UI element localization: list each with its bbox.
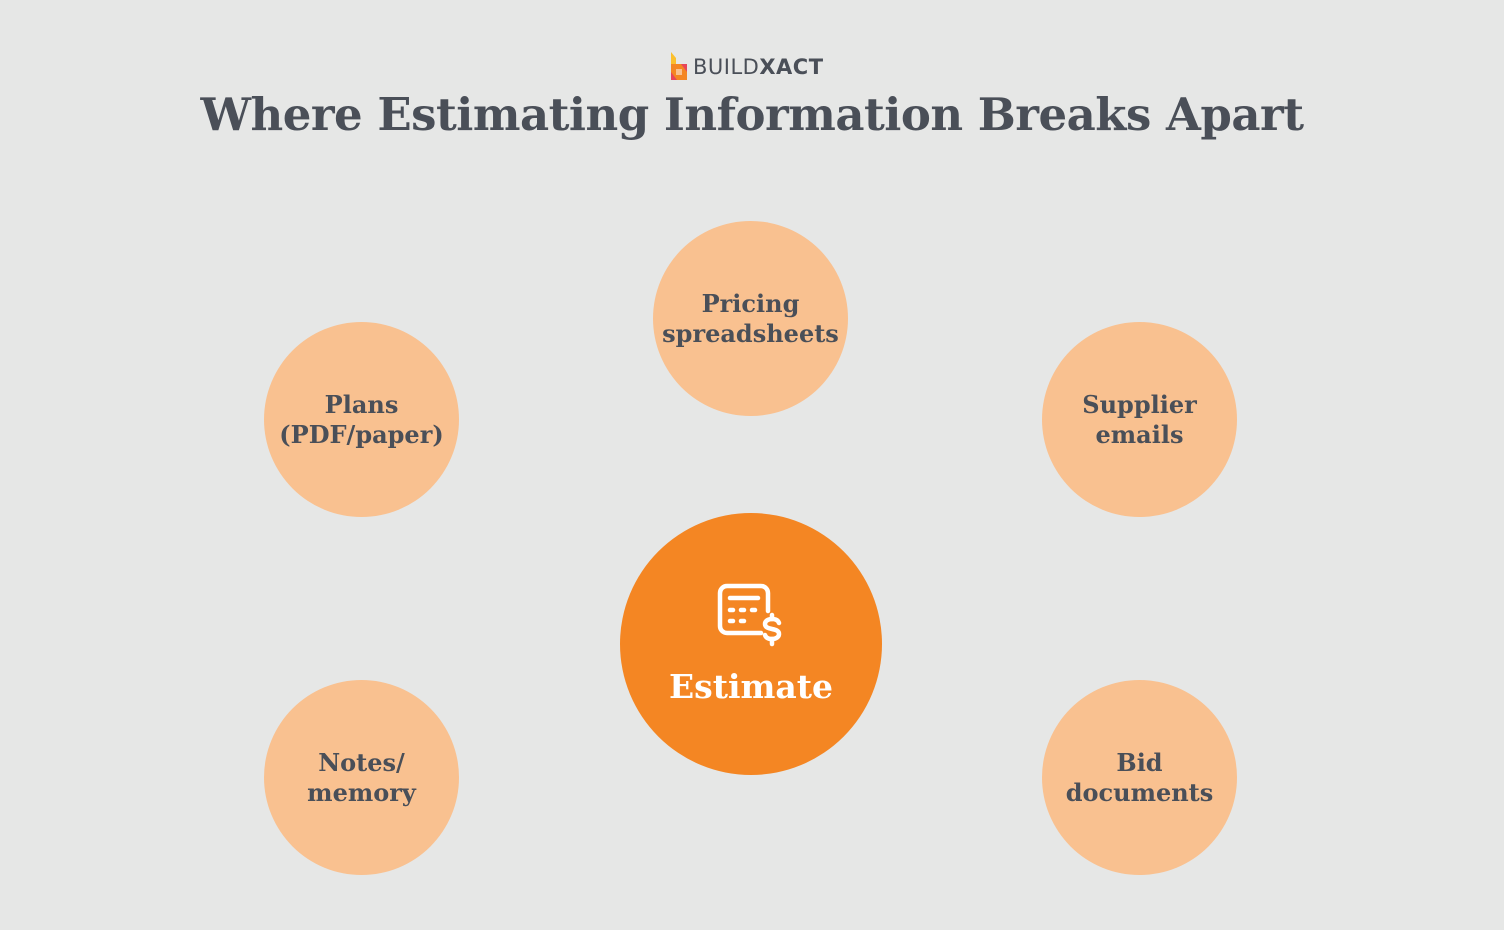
buildxact-logo: BUILDXACT xyxy=(669,50,824,84)
logo-wordmark: BUILDXACT xyxy=(693,55,824,79)
node-supplier-emails: Supplier emails xyxy=(1042,322,1237,517)
center-label: Estimate xyxy=(668,666,834,706)
node-plans: Plans (PDF/paper) xyxy=(264,322,459,517)
node-label: (PDF/paper) xyxy=(279,419,444,449)
node-notes-memory: Notes/ memory xyxy=(264,680,459,875)
node-label: spreadsheets xyxy=(662,318,839,348)
node-bid-documents: Bid documents xyxy=(1042,680,1237,875)
node-label: memory xyxy=(307,777,416,807)
page-title: Where Estimating Information Breaks Apar… xyxy=(200,88,1304,141)
node-pricing-spreadsheets: Pricing spreadsheets xyxy=(653,221,848,416)
node-label: Plans xyxy=(324,389,399,419)
buildxact-b-icon xyxy=(671,52,687,80)
node-label: emails xyxy=(1095,419,1184,449)
node-label: Notes/ xyxy=(318,747,405,777)
node-label: Supplier xyxy=(1082,389,1197,419)
calculator-dollar-icon xyxy=(717,583,782,646)
node-label: documents xyxy=(1065,777,1214,807)
center-estimate-node: Estimate xyxy=(620,513,882,775)
node-label: Pricing xyxy=(701,288,800,318)
node-label: Bid xyxy=(1116,747,1163,777)
